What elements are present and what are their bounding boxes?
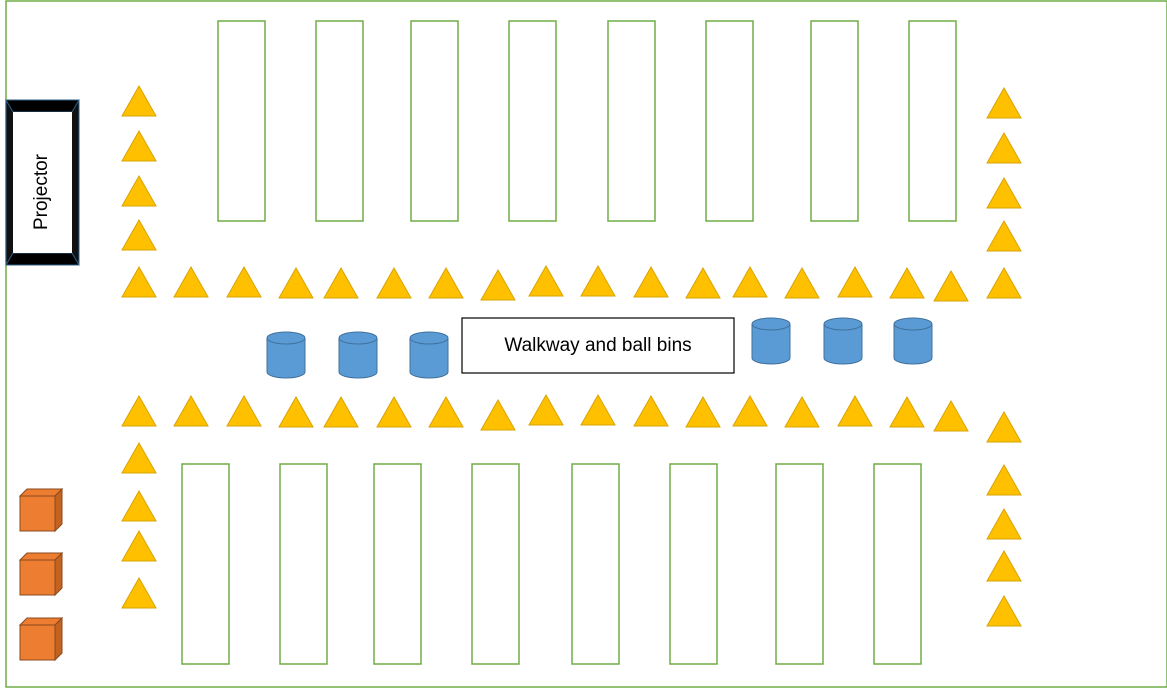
- triangle-icon: [889, 266, 925, 299]
- triangle-icon: [121, 489, 157, 522]
- triangle-icon: [323, 266, 359, 299]
- projector-bevel-bottom: [5, 252, 80, 266]
- cylinder-icon: [893, 317, 933, 365]
- cylinder-icon: [409, 331, 449, 379]
- cones: [121, 84, 1022, 627]
- walkway-label: Walkway and ball bins: [504, 335, 691, 356]
- bottom-fields: [181, 463, 922, 665]
- bottom-field-4: [471, 463, 520, 665]
- top-fields: [217, 20, 957, 222]
- triangle-icon: [986, 594, 1022, 627]
- triangle-icon: [376, 266, 412, 299]
- triangle-icon: [580, 264, 616, 297]
- triangle-icon: [986, 219, 1022, 252]
- top-field-1: [217, 20, 266, 222]
- triangle-icon: [528, 264, 564, 297]
- triangle-icon: [226, 265, 262, 298]
- triangle-icon: [633, 265, 669, 298]
- cylinder-icon: [751, 317, 791, 365]
- triangle-icon: [480, 268, 516, 301]
- triangle-icon: [121, 218, 157, 251]
- bottom-field-5: [571, 463, 620, 665]
- bottom-field-7: [775, 463, 824, 665]
- triangle-icon: [480, 398, 516, 431]
- top-field-3: [410, 20, 459, 222]
- bottom-field-8: [873, 463, 922, 665]
- projector-bevel-top: [5, 99, 80, 113]
- boxes: [18, 487, 64, 662]
- triangle-icon: [784, 266, 820, 299]
- top-field-7: [810, 20, 859, 222]
- triangle-icon: [428, 266, 464, 299]
- triangle-icon: [121, 84, 157, 117]
- triangle-icon: [986, 86, 1022, 119]
- projector: Projector: [5, 99, 80, 266]
- triangle-icon: [173, 265, 209, 298]
- triangle-icon: [323, 395, 359, 428]
- triangle-icon: [121, 529, 157, 562]
- bottom-field-2: [279, 463, 328, 665]
- top-field-4: [508, 20, 557, 222]
- triangle-icon: [986, 266, 1022, 299]
- triangle-icon: [986, 549, 1022, 582]
- triangle-icon: [837, 265, 873, 298]
- triangle-icon: [933, 269, 969, 302]
- page-border: [5, 0, 1167, 688]
- triangle-icon: [685, 395, 721, 428]
- triangle-icon: [986, 410, 1022, 443]
- triangle-icon: [933, 399, 969, 432]
- cylinder-icon: [338, 331, 378, 379]
- triangle-icon: [121, 129, 157, 162]
- projector-screen: [13, 112, 72, 253]
- cube-icon: [18, 616, 64, 662]
- ball-bins: [266, 317, 933, 379]
- triangle-icon: [986, 131, 1022, 164]
- triangle-icon: [986, 507, 1022, 540]
- bottom-field-3: [373, 463, 422, 665]
- triangle-icon: [784, 395, 820, 428]
- triangle-icon: [986, 176, 1022, 209]
- top-field-8: [908, 20, 957, 222]
- walkway-label-box: Walkway and ball bins: [461, 317, 735, 374]
- triangle-icon: [732, 394, 768, 427]
- triangle-icon: [121, 441, 157, 474]
- top-field-5: [607, 20, 656, 222]
- triangle-icon: [580, 393, 616, 426]
- triangle-icon: [685, 266, 721, 299]
- triangle-icon: [528, 393, 564, 426]
- triangle-icon: [121, 394, 157, 427]
- triangle-icon: [633, 394, 669, 427]
- walkway-label-frame: [461, 317, 735, 374]
- cube-icon: [18, 551, 64, 597]
- cylinder-icon: [266, 331, 306, 379]
- triangle-icon: [278, 395, 314, 428]
- triangle-icon: [376, 395, 412, 428]
- triangle-icon: [986, 463, 1022, 496]
- triangle-icon: [121, 174, 157, 207]
- triangle-icon: [278, 266, 314, 299]
- triangle-icon: [226, 394, 262, 427]
- triangle-icon: [121, 576, 157, 609]
- triangle-icon: [732, 265, 768, 298]
- triangle-icon: [428, 395, 464, 428]
- top-field-6: [705, 20, 754, 222]
- top-field-2: [315, 20, 364, 222]
- triangle-icon: [121, 265, 157, 298]
- triangle-icon: [173, 394, 209, 427]
- bottom-field-6: [669, 463, 718, 665]
- triangle-icon: [837, 394, 873, 427]
- cube-icon: [18, 487, 64, 533]
- projector-label: Projector: [31, 153, 52, 230]
- bottom-field-1: [181, 463, 230, 665]
- cylinder-icon: [823, 317, 863, 365]
- triangle-icon: [889, 395, 925, 428]
